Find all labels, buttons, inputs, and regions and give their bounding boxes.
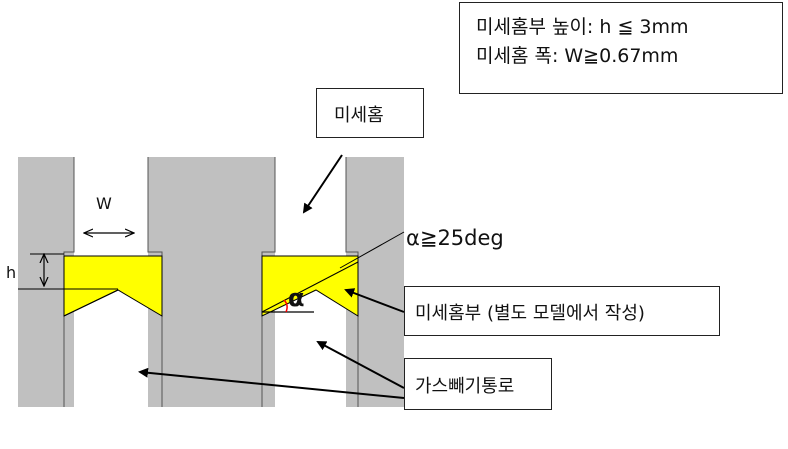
wall-right-lower — [358, 252, 404, 407]
channel-left-outline-right — [147, 157, 163, 407]
angle-arc — [283, 299, 288, 313]
groove-part-leader-arrow — [344, 288, 405, 313]
wall-left-lower — [18, 252, 64, 407]
angle-symbol: α — [288, 284, 305, 312]
spec-height-limit: 미세홈부 높이: h ≦ 3mm — [476, 16, 689, 38]
channel-right-outline-left — [261, 157, 276, 407]
vent-path-label: 가스빼기통로 — [415, 376, 515, 397]
angle-condition-label: α≧25deg — [406, 226, 504, 250]
channel-left-outline — [63, 157, 75, 407]
channel-right-outline-right — [345, 157, 359, 407]
spec-box: 미세홈부 높이: h ≦ 3mm 미세홈 폭: W≧0.67mm — [459, 2, 783, 94]
vent-leader-arrow-left — [138, 367, 405, 399]
groove-part-right — [261, 255, 359, 317]
groove-part-label-box: 미세홈부 (별도 모델에서 작성) — [404, 286, 720, 336]
groove-label: 미세홈 — [334, 105, 384, 126]
vent-leader-arrow-right — [316, 341, 405, 389]
groove-left-inner-edge — [63, 289, 119, 317]
groove-right-slope-line — [261, 261, 359, 313]
vent-path-label-box: 가스빼기통로 — [404, 358, 552, 410]
spec-width-limit: 미세홈 폭: W≧0.67mm — [476, 45, 679, 67]
angle-leader-line — [339, 231, 405, 269]
height-symbol: h — [6, 263, 17, 282]
groove-label-box: 미세홈 — [316, 88, 424, 138]
groove-part-left — [63, 255, 163, 317]
groove-part-label: 미세홈부 (별도 모델에서 작성) — [415, 303, 645, 324]
wall-center-lower-left — [160, 252, 275, 407]
groove-leader-arrow — [302, 154, 343, 214]
width-symbol: W — [96, 194, 112, 213]
